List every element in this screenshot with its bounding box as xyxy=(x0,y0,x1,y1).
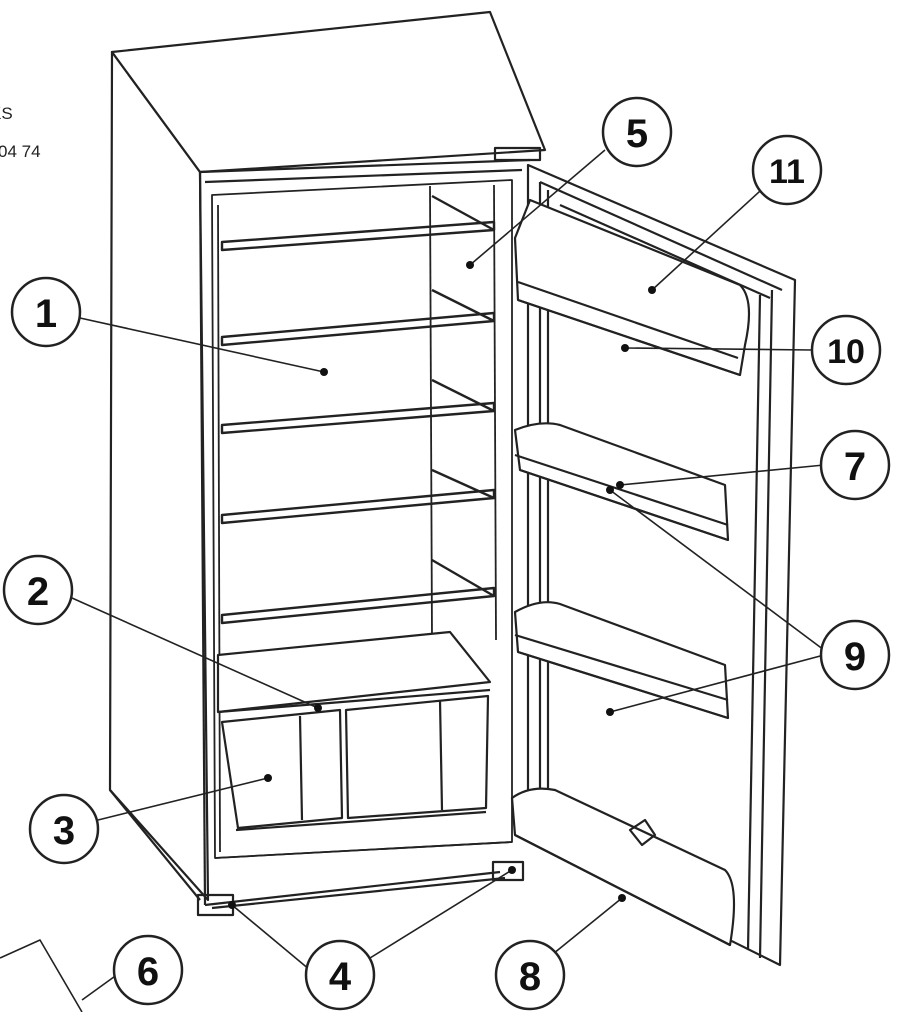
callout-circle-6 xyxy=(112,934,184,1006)
callout-label-9: 9 xyxy=(844,635,866,679)
callout-circle-5 xyxy=(601,96,673,168)
callout-label-5: 5 xyxy=(626,112,648,156)
corner-text-line-2: 04 74 xyxy=(0,142,41,161)
hinges xyxy=(196,146,542,917)
inner-liner xyxy=(211,179,513,859)
dairy-compartment xyxy=(513,198,751,377)
callout-label-3: 3 xyxy=(53,809,75,853)
crisper-cover xyxy=(216,630,492,714)
callout-circle-3 xyxy=(28,793,100,865)
callout-label-4: 4 xyxy=(329,955,352,999)
callout-label-7: 7 xyxy=(844,445,866,489)
crisper-drawers xyxy=(220,694,490,832)
callout-circle-2 xyxy=(2,554,74,626)
corner-text-line-1: KS xyxy=(0,104,13,123)
callout-label-1: 1 xyxy=(35,292,57,336)
callout-circle-9 xyxy=(819,619,891,691)
door-balconies xyxy=(510,422,736,947)
callout-circles xyxy=(2,96,891,1011)
shelves xyxy=(220,194,496,625)
callout-circle-4 xyxy=(304,939,376,1011)
callout-label-2: 2 xyxy=(27,570,49,614)
callout-label-11: 11 xyxy=(769,153,805,191)
callout-circle-10 xyxy=(810,314,882,386)
callout-circle-8 xyxy=(494,939,566,1011)
callout-label-8: 8 xyxy=(519,955,541,999)
callout-circle-1 xyxy=(10,276,82,348)
callout-circle-7 xyxy=(819,429,891,501)
callout-dots xyxy=(228,261,656,909)
callout-label-6: 6 xyxy=(137,950,159,994)
callout-circle-11 xyxy=(751,134,823,206)
callout-label-10: 10 xyxy=(827,333,865,371)
cabinet-body xyxy=(108,10,547,910)
